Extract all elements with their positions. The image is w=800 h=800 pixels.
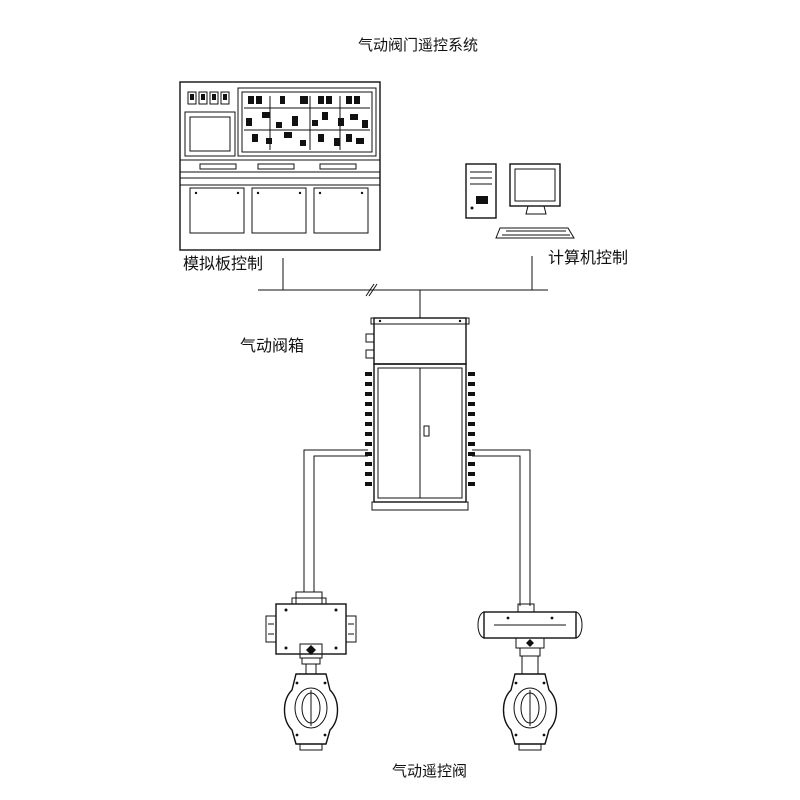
computer-workstation-icon [465, 163, 575, 239]
analog-panel-label: 模拟板控制 [183, 254, 264, 273]
analog-control-panel-icon [179, 81, 381, 251]
pneumatic-butterfly-valve-icon [265, 591, 357, 751]
pneumatic-valve-cabinet-icon [365, 317, 475, 511]
pneumatic-butterfly-valve-icon-right [477, 603, 583, 751]
valve-box-label: 气动阀箱 [240, 336, 305, 355]
remote-valve-label: 气动遥控阀 [392, 762, 468, 780]
air-pipes [303, 449, 531, 606]
computer-label: 计算机控制 [548, 248, 629, 267]
network-bus [258, 256, 548, 318]
diagram-title: 气动阀门遥控系统 [358, 36, 479, 54]
